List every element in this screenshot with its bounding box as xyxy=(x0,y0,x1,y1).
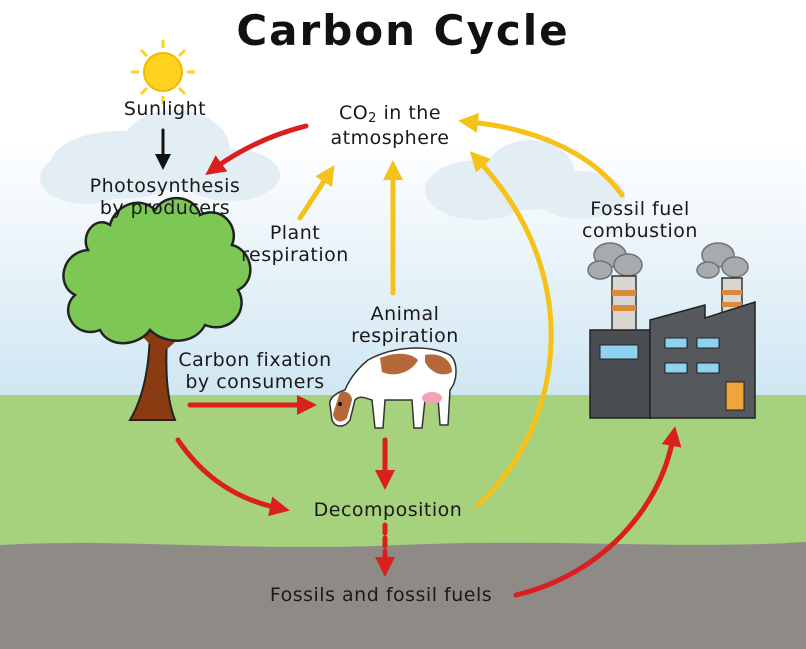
fossil-combustion-line1: Fossil fuel xyxy=(570,198,710,220)
animal-respiration-line2: respiration xyxy=(340,325,470,347)
plant-respiration-line2: respiration xyxy=(225,244,365,266)
co2-line2: atmosphere xyxy=(290,127,490,149)
label-co2-atmosphere: CO2 in the atmosphere xyxy=(290,102,490,149)
label-animal-respiration: Animal respiration xyxy=(340,303,470,347)
co2-rest: in the xyxy=(377,102,441,124)
label-fossil-fuel-combustion: Fossil fuel combustion xyxy=(570,198,710,242)
photosynthesis-line1: Photosynthesis xyxy=(70,175,260,197)
label-fossils: Fossils and fossil fuels xyxy=(246,584,516,606)
co2-main: CO xyxy=(339,102,368,124)
animal-respiration-line1: Animal xyxy=(340,303,470,325)
carbon-fixation-line1: Carbon fixation xyxy=(175,349,335,371)
label-sunlight: Sunlight xyxy=(110,98,220,120)
grass xyxy=(0,395,806,555)
label-photosynthesis: Photosynthesis by producers xyxy=(70,175,260,219)
label-carbon-fixation: Carbon fixation by consumers xyxy=(175,349,335,393)
fossil-combustion-line2: combustion xyxy=(570,220,710,242)
label-decomposition: Decomposition xyxy=(300,499,476,521)
plant-respiration-line1: Plant xyxy=(225,222,365,244)
label-plant-respiration: Plant respiration xyxy=(225,222,365,266)
carbon-fixation-line2: by consumers xyxy=(175,371,335,393)
photosynthesis-line2: by producers xyxy=(70,197,260,219)
co2-subscript: 2 xyxy=(368,111,377,126)
diagram-title: Carbon Cycle xyxy=(0,6,806,55)
